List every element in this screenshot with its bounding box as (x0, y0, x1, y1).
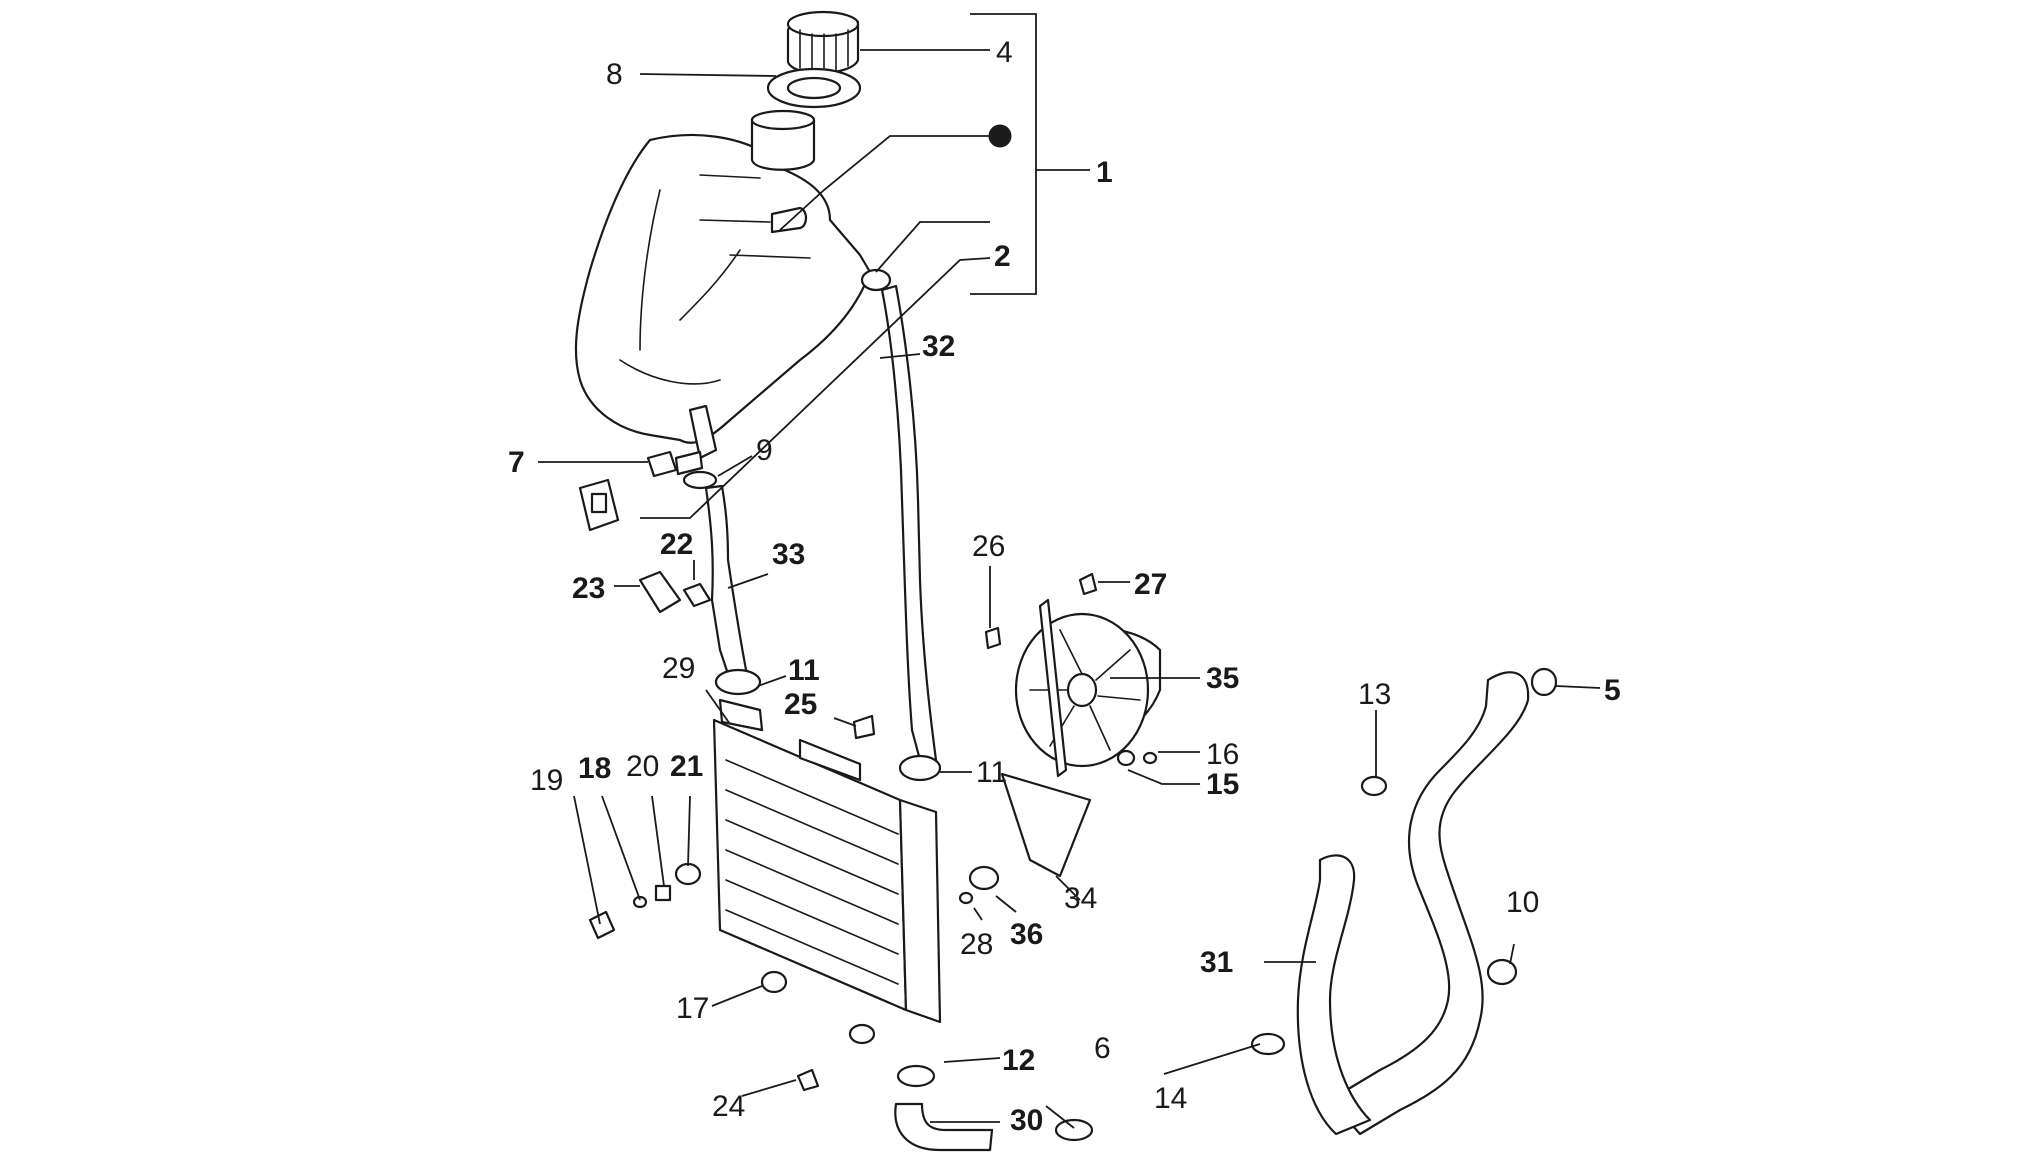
callout-15: 15 (1206, 768, 1239, 801)
fan-screw[interactable] (1078, 572, 1098, 596)
callout-10: 10 (1506, 886, 1539, 919)
radiator-grommet[interactable] (674, 862, 702, 886)
expansion-tank-cap[interactable] (786, 10, 860, 75)
hose-clamp-left[interactable] (1360, 775, 1388, 797)
callout-16: 16 (1206, 738, 1239, 771)
fan-mount-bracket[interactable] (1000, 772, 1092, 878)
callout-12: 12 (1002, 1044, 1035, 1077)
radiator-spacer[interactable] (654, 884, 672, 902)
callout-18: 17 (676, 992, 709, 1025)
radiator-top-right-clamp[interactable] (898, 754, 942, 782)
callout-2: 2 (994, 240, 1011, 273)
short-coolant-hose[interactable] (1296, 854, 1372, 1136)
upper-right-hose-clamp[interactable] (1530, 667, 1558, 697)
callout-23: 23 (572, 572, 605, 605)
callout-30: 30 (1010, 1104, 1043, 1137)
callout-35: 35 (1206, 662, 1239, 695)
callout-6: 6 (1094, 1032, 1111, 1065)
hose-clamp-right[interactable] (1486, 958, 1518, 986)
callout-28: 28 (960, 928, 993, 961)
tank-mount-clip[interactable] (578, 478, 620, 532)
callout-32: 32 (922, 330, 955, 363)
cap-gasket[interactable] (766, 67, 862, 109)
callout-11-right: 11 (976, 756, 1007, 789)
callout-7: 7 (508, 446, 525, 479)
callout-17: 18 (578, 752, 611, 785)
hose-clamp-bottom[interactable] (1250, 1032, 1286, 1056)
callout-33: 33 (772, 538, 805, 571)
tank-bottom-hose-clamp[interactable] (682, 470, 718, 490)
cooling-fan[interactable] (1014, 598, 1162, 778)
leader-lines (538, 13, 1601, 1129)
callout-24: 24 (712, 1090, 745, 1123)
callout-25: 25 (784, 688, 817, 721)
bracket-screw[interactable] (682, 582, 712, 608)
radiator-outlet-clamp[interactable] (896, 1064, 936, 1088)
tank-bracket-bolt[interactable] (646, 450, 704, 478)
callout-1: 1 (1096, 156, 1113, 189)
long-coolant-hose[interactable] (1328, 671, 1530, 1136)
callout-8: 8 (606, 58, 623, 91)
callout-5: 5 (1604, 674, 1621, 707)
callout-26: 26 (972, 530, 1005, 563)
callout-27: 27 (1134, 568, 1167, 601)
radiator-top-left-clamp[interactable] (714, 668, 762, 696)
callout-21: 21 (670, 750, 703, 783)
callout-11-top: 11 (788, 654, 820, 687)
callout-29: 29 (662, 652, 695, 685)
radiator-side-grommet[interactable] (958, 865, 1000, 905)
radiator-lower-grommet[interactable] (760, 970, 788, 994)
radiator-washer[interactable] (632, 895, 648, 909)
hose-bracket[interactable] (638, 570, 682, 614)
fan-washer[interactable] (1142, 751, 1158, 765)
tank-to-radiator-hose[interactable] (704, 484, 750, 682)
callout-36: 36 (1010, 918, 1043, 951)
callout-14: 14 (1154, 1082, 1187, 1115)
callout-31: 31 (1200, 946, 1233, 979)
callout-13: 13 (1358, 678, 1391, 711)
tank-top-hose-clamp[interactable] (860, 268, 892, 292)
radiator-lower-nut[interactable] (796, 1023, 876, 1092)
callout-4: 4 (996, 36, 1013, 69)
fan-nut[interactable] (984, 626, 1002, 650)
radiator-outlet-hose[interactable] (894, 1102, 994, 1152)
callout-34: 34 (1064, 882, 1097, 915)
callout-9: 9 (756, 434, 773, 467)
callout-labels: 4 8 1 2 32 7 9 22 23 33 26 27 29 11 25 3… (508, 36, 1621, 1137)
callout-20: 20 (626, 750, 659, 783)
radiator-side-bolt[interactable] (588, 910, 616, 940)
radiator-bracket-bolt[interactable] (852, 714, 876, 740)
expansion-tank[interactable] (574, 109, 872, 460)
callout-19: 19 (530, 764, 563, 797)
radiator[interactable] (712, 698, 942, 1024)
fan-damper[interactable] (1116, 749, 1136, 767)
hose-clamp-loose[interactable] (1054, 1118, 1094, 1142)
callout-22: 22 (660, 528, 693, 561)
